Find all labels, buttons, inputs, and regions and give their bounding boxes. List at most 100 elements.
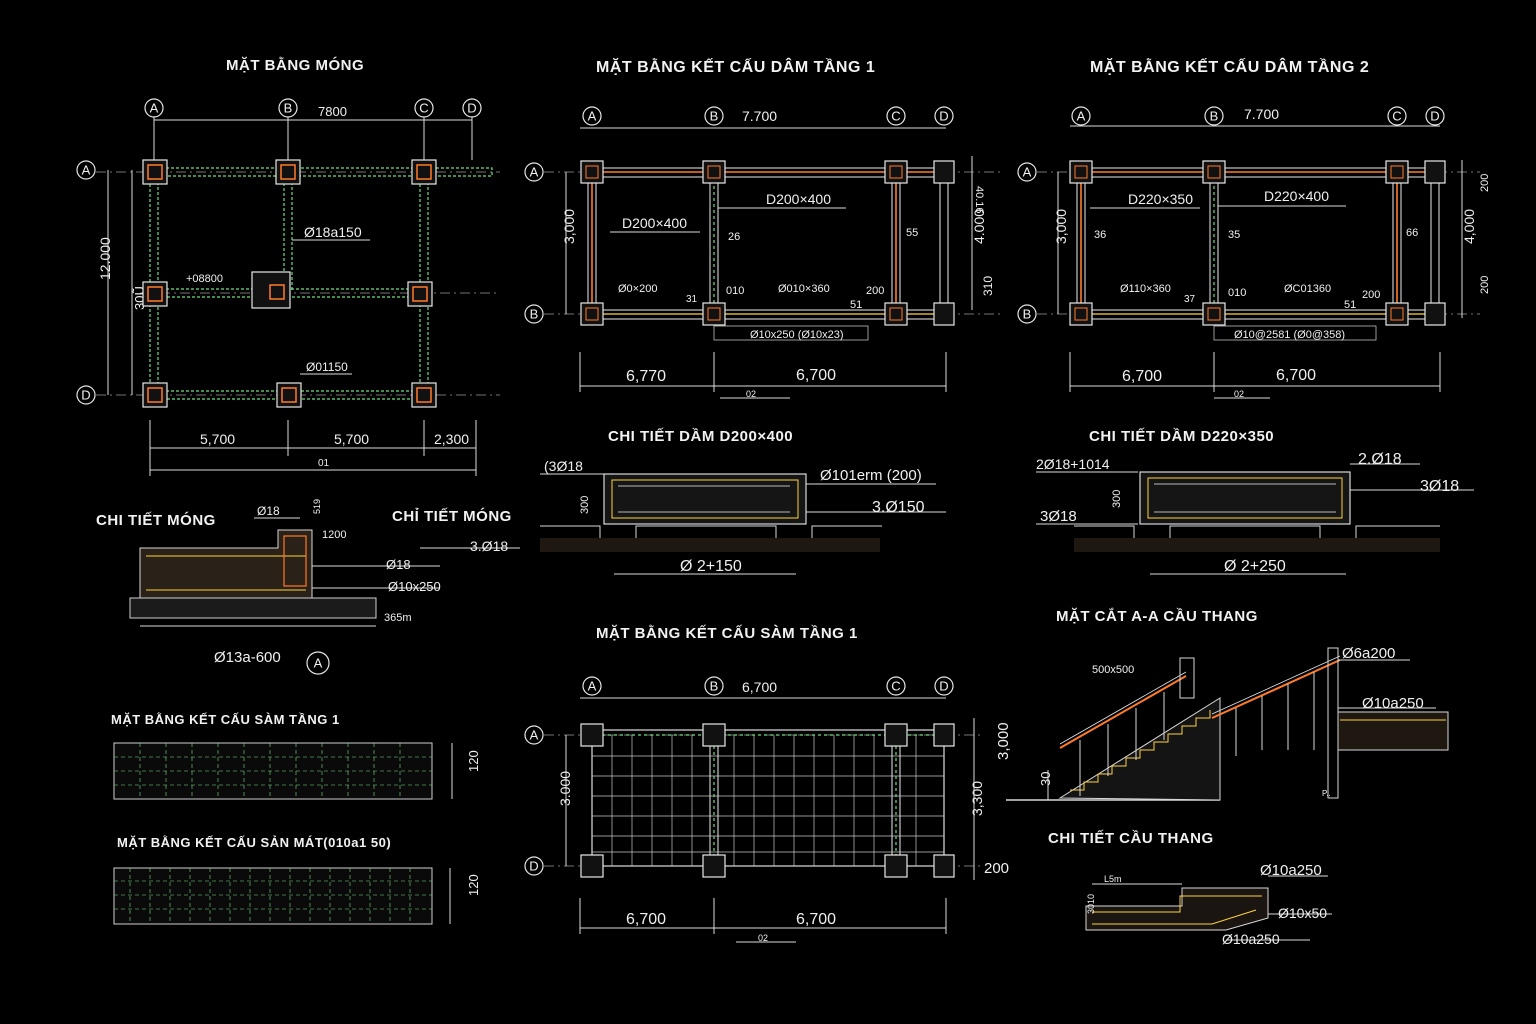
beam1-label: D200×400 <box>766 191 831 207</box>
axis-bubble <box>1425 106 1445 126</box>
axis-label: D <box>81 388 90 403</box>
beam2-small-label: 37 <box>1184 294 1196 305</box>
axis-bubble <box>76 160 96 180</box>
bd2-right1: 2.Ø18 <box>1358 451 1402 468</box>
axis-label: D <box>939 109 948 124</box>
fd-label-d18-top: Ø18 <box>257 504 280 518</box>
beam2-dim-top: 7.700 <box>1244 106 1279 122</box>
beam2-dim-left: 3,000 <box>1053 209 1069 244</box>
title-dam-tang-2: MẶT BẰNG KẾT CẤU DÂM TẦNG 2 <box>1090 57 1369 76</box>
foundation-plan: 7800 A B C D A D 12.000 30Ũ <box>76 98 500 476</box>
axis-bubble <box>1071 106 1091 126</box>
axis-label: B <box>710 109 719 124</box>
axis-bubble <box>704 676 724 696</box>
beam2-small-label: 51 <box>1344 299 1356 311</box>
axis-label: B <box>1210 109 1219 124</box>
beam2-small-label: 36 <box>1094 229 1106 241</box>
beam1-small-label: 55 <box>906 227 918 239</box>
beam1-small-label: Ø0×200 <box>618 283 657 295</box>
beam2-dim-bottom: 6,700 <box>1122 368 1162 385</box>
bd2-right2: 3Ø18 <box>1420 478 1459 495</box>
bd1-right2: 3.Ø150 <box>872 499 925 516</box>
stair-detail-r3: Ø10a250 <box>1222 931 1280 947</box>
slab-plan: 6,700 A B C D A D 3.000 3,000 3,300 200 … <box>524 676 1012 943</box>
bd1-bottom: Ø 2+150 <box>680 558 742 575</box>
slab-dim-bottom-total: 02 <box>758 933 768 943</box>
axis-label: C <box>891 109 900 124</box>
fd-label-519: 519 <box>312 499 322 514</box>
foundation-rebar-label: Ø18a150 <box>304 224 362 240</box>
title-chi-tiet-mong-right: CHỈ TIẾT MÓNG <box>392 507 512 525</box>
beam-detail-2: 2Ø18+1014 3Ø18 300 2.Ø18 3Ø18 Ø 2+250 <box>1036 451 1474 575</box>
beam1-dim-right: 4.000 <box>971 209 987 244</box>
axis-bubble <box>934 676 954 696</box>
axis-label: B <box>284 101 293 116</box>
beam1-dim-right-top: 40.16 <box>973 186 985 214</box>
axis-bubble <box>414 98 434 118</box>
axis-bubble <box>1387 106 1407 126</box>
beam1-dim-left: 3,000 <box>561 209 577 244</box>
beam2-dim-right: 4,000 <box>1461 209 1477 244</box>
axis-bubble <box>1017 304 1037 324</box>
axis-label: D <box>467 101 476 116</box>
bd1-left-top: (3Ø18 <box>544 458 583 474</box>
title-san-tang-1-center: MẶT BẰNG KẾT CẤU SÀM TẦNG 1 <box>596 624 858 642</box>
axis-bubble <box>1204 106 1224 126</box>
title-mat-bang-mong: MẶT BẰNG MÓNG <box>226 56 364 74</box>
axis-bubble <box>582 676 602 696</box>
beam-plan-2: 7.700 A B C D A B 3,000 4,000 200 200 D2… <box>1017 106 1491 399</box>
slab-strip-1-dim: 120 <box>466 750 481 772</box>
stair-section: 500x500 Ø6a200 Ø10a250 30 P.. <box>1006 645 1449 801</box>
bd2-left-top: 2Ø18+1014 <box>1036 456 1110 472</box>
axis-bubble <box>582 106 602 126</box>
beam1-small-label: 26 <box>728 231 740 243</box>
axis-bubble <box>524 162 544 182</box>
axis-label: A <box>1077 109 1086 124</box>
axis-label: B <box>1023 307 1032 322</box>
axis-label: A <box>1023 165 1032 180</box>
beam2-label: D220×400 <box>1264 188 1329 204</box>
beam2-dim-bottom: 6,700 <box>1276 367 1316 384</box>
beam2-small-label: 35 <box>1228 229 1240 241</box>
slab-dim-left: 3.000 <box>557 771 573 806</box>
axis-bubble <box>934 106 954 126</box>
axis-bubble <box>1017 162 1037 182</box>
stair-detail-top: L5m <box>1104 874 1122 884</box>
axis-bubble <box>462 98 482 118</box>
fd-footer-label: Ø13a-600 <box>214 649 281 666</box>
beam1-small-label: 51 <box>850 299 862 311</box>
beam2-dim-right-bottom: 200 <box>1479 276 1491 294</box>
beam2-small-label: 66 <box>1406 227 1418 239</box>
slab-dim-bottom: 6,700 <box>626 911 666 928</box>
bd2-left-mid: 3Ø18 <box>1040 508 1077 525</box>
beam2-label: D220×350 <box>1128 191 1193 207</box>
section-bubble <box>306 651 330 675</box>
beam1-small-label: Ø010×360 <box>778 283 830 295</box>
beam2-small-label: 200 <box>1362 289 1380 301</box>
axis-bubble <box>524 856 544 876</box>
axis-label: D <box>939 679 948 694</box>
fd-label-d10: Ø10x250 <box>388 579 441 594</box>
axis-label: B <box>710 679 719 694</box>
bd2-height: 300 <box>1111 490 1123 508</box>
foundation-dim-top: 7800 <box>318 104 347 119</box>
slab-strip-2: 120 <box>113 867 481 925</box>
section-bubble-label: A <box>314 656 323 671</box>
beam2-small-label: ØC01360 <box>1284 283 1331 295</box>
foundation-dim-bottom: 2,300 <box>434 431 469 447</box>
beam2-dim-right-top: 200 <box>1479 174 1491 192</box>
beam2-small-label: 010 <box>1228 287 1246 299</box>
fd-label-bottom: 365m <box>384 612 412 624</box>
bd2-bottom: Ø 2+250 <box>1224 558 1286 575</box>
axis-label: D <box>1430 109 1439 124</box>
bd1-right1: Ø101erm (200) <box>820 467 922 484</box>
axis-label: A <box>82 163 91 178</box>
beam1-small-label: 010 <box>726 285 744 297</box>
bd1-height: 300 <box>579 496 591 514</box>
foundation-dim-bottom: 5,700 <box>334 431 369 447</box>
beam2-small-label: Ø110×360 <box>1120 283 1171 295</box>
foundation-rebar-label-2: Ø01150 <box>306 360 348 374</box>
beam1-small-label: 200 <box>866 285 884 297</box>
title-chi-tiet-dam-1: CHI TIẾT DẦM D200×400 <box>608 428 793 445</box>
foundation-dim-bottom-total: 01 <box>318 458 330 469</box>
